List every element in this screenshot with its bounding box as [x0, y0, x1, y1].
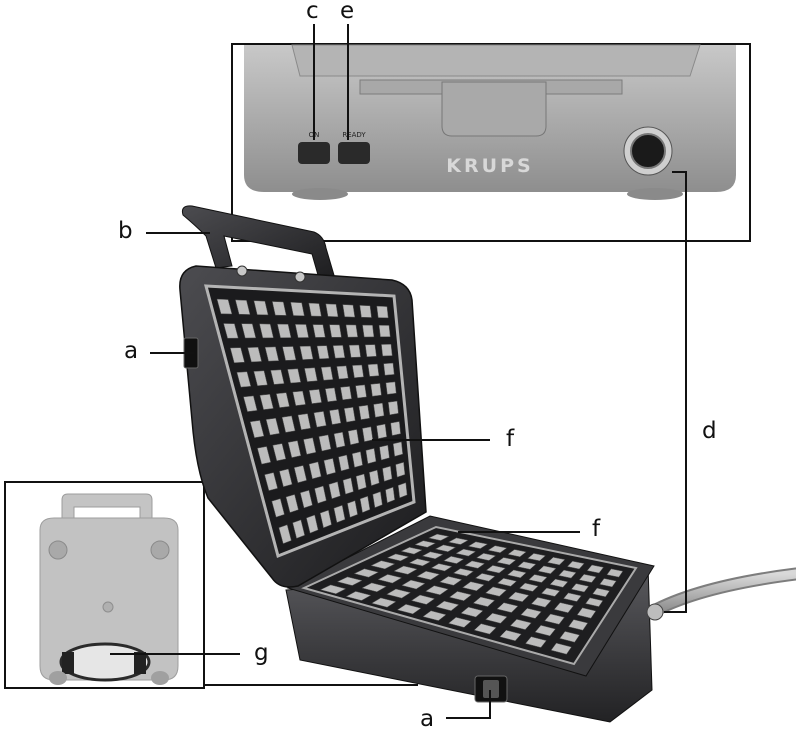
- callout-label-b: b: [118, 220, 133, 243]
- upper-waffle-cell: [386, 382, 396, 394]
- control-panel-latch: [442, 82, 546, 136]
- upper-waffle-cell: [369, 470, 379, 486]
- upper-waffle-cell: [352, 365, 363, 378]
- callout-label-e: e: [340, 0, 354, 23]
- upper-waffle-cell: [396, 462, 405, 477]
- power-button[interactable]: [298, 142, 330, 164]
- waffle-maker-lid: [180, 206, 426, 587]
- upper-waffle-cell: [346, 325, 358, 337]
- brand-logo: KRUPS: [446, 155, 533, 177]
- control-panel-inset: ON READY KRUPS: [232, 44, 750, 241]
- underside-screw: [103, 602, 113, 612]
- callout-label-d: d: [702, 420, 717, 443]
- upper-waffle-cell: [391, 422, 401, 436]
- callout-label-g: g: [254, 642, 269, 665]
- upper-waffle-cell: [330, 325, 342, 338]
- upper-waffle-cell: [317, 346, 329, 359]
- upper-waffle-cell: [343, 305, 355, 318]
- upper-waffle-cell: [362, 427, 372, 442]
- control-panel-top-lip: [292, 45, 700, 76]
- underside-foot-tr: [151, 541, 169, 559]
- callout-label-a-upper: a: [124, 340, 138, 363]
- upper-waffle-cell: [337, 366, 348, 379]
- upper-waffle-cell: [371, 383, 382, 396]
- upper-waffle-cell: [380, 445, 390, 460]
- upper-waffle-cell: [359, 405, 370, 419]
- upper-waffle-cell: [368, 364, 379, 376]
- control-panel-foot-left: [292, 188, 348, 200]
- underside-foot-br: [151, 671, 169, 685]
- callout-label-f-upper: f: [506, 428, 514, 451]
- upper-waffle-cell: [360, 305, 372, 317]
- lid-hinge-right: [295, 272, 305, 282]
- upper-waffle-cell: [326, 304, 338, 317]
- upper-waffle-cell: [356, 385, 367, 398]
- upper-waffle-cell: [398, 483, 407, 498]
- callout-label-c: c: [306, 0, 319, 23]
- upper-waffle-cell: [388, 401, 398, 415]
- underside-foot-tl: [49, 541, 67, 559]
- upper-waffle-cell: [349, 345, 360, 357]
- cord-storage-clip-left: [62, 652, 74, 674]
- upper-waffle-cell: [377, 424, 387, 439]
- upper-waffle-cell: [377, 306, 388, 318]
- callout-label-f-lower: f: [592, 518, 600, 541]
- cord-plug: [647, 604, 663, 620]
- upper-waffle-cell: [379, 325, 390, 337]
- upper-waffle-cell: [365, 345, 376, 357]
- browning-dial[interactable]: [631, 134, 665, 168]
- cord-storage-clip-right: [134, 652, 146, 674]
- lid-hinge-left: [237, 266, 247, 276]
- ready-light: [338, 142, 370, 164]
- upper-waffle-cell: [363, 325, 374, 337]
- underside-foot-bl: [49, 671, 67, 685]
- upper-waffle-cell: [374, 403, 384, 417]
- upper-waffle-cell: [366, 448, 376, 463]
- upper-waffle-cell: [341, 386, 352, 399]
- ready-label: READY: [342, 131, 366, 139]
- underside-inset: [5, 482, 204, 688]
- upper-waffle-cell: [383, 466, 393, 481]
- control-panel-foot-right: [627, 188, 683, 200]
- upper-waffle-cell: [384, 363, 395, 375]
- callout-label-a-lower: a: [420, 708, 434, 731]
- upper-waffle-cell: [393, 442, 403, 456]
- upper-waffle-cell: [386, 487, 395, 503]
- upper-waffle-cell: [381, 344, 392, 356]
- upper-waffle-cell: [333, 345, 345, 358]
